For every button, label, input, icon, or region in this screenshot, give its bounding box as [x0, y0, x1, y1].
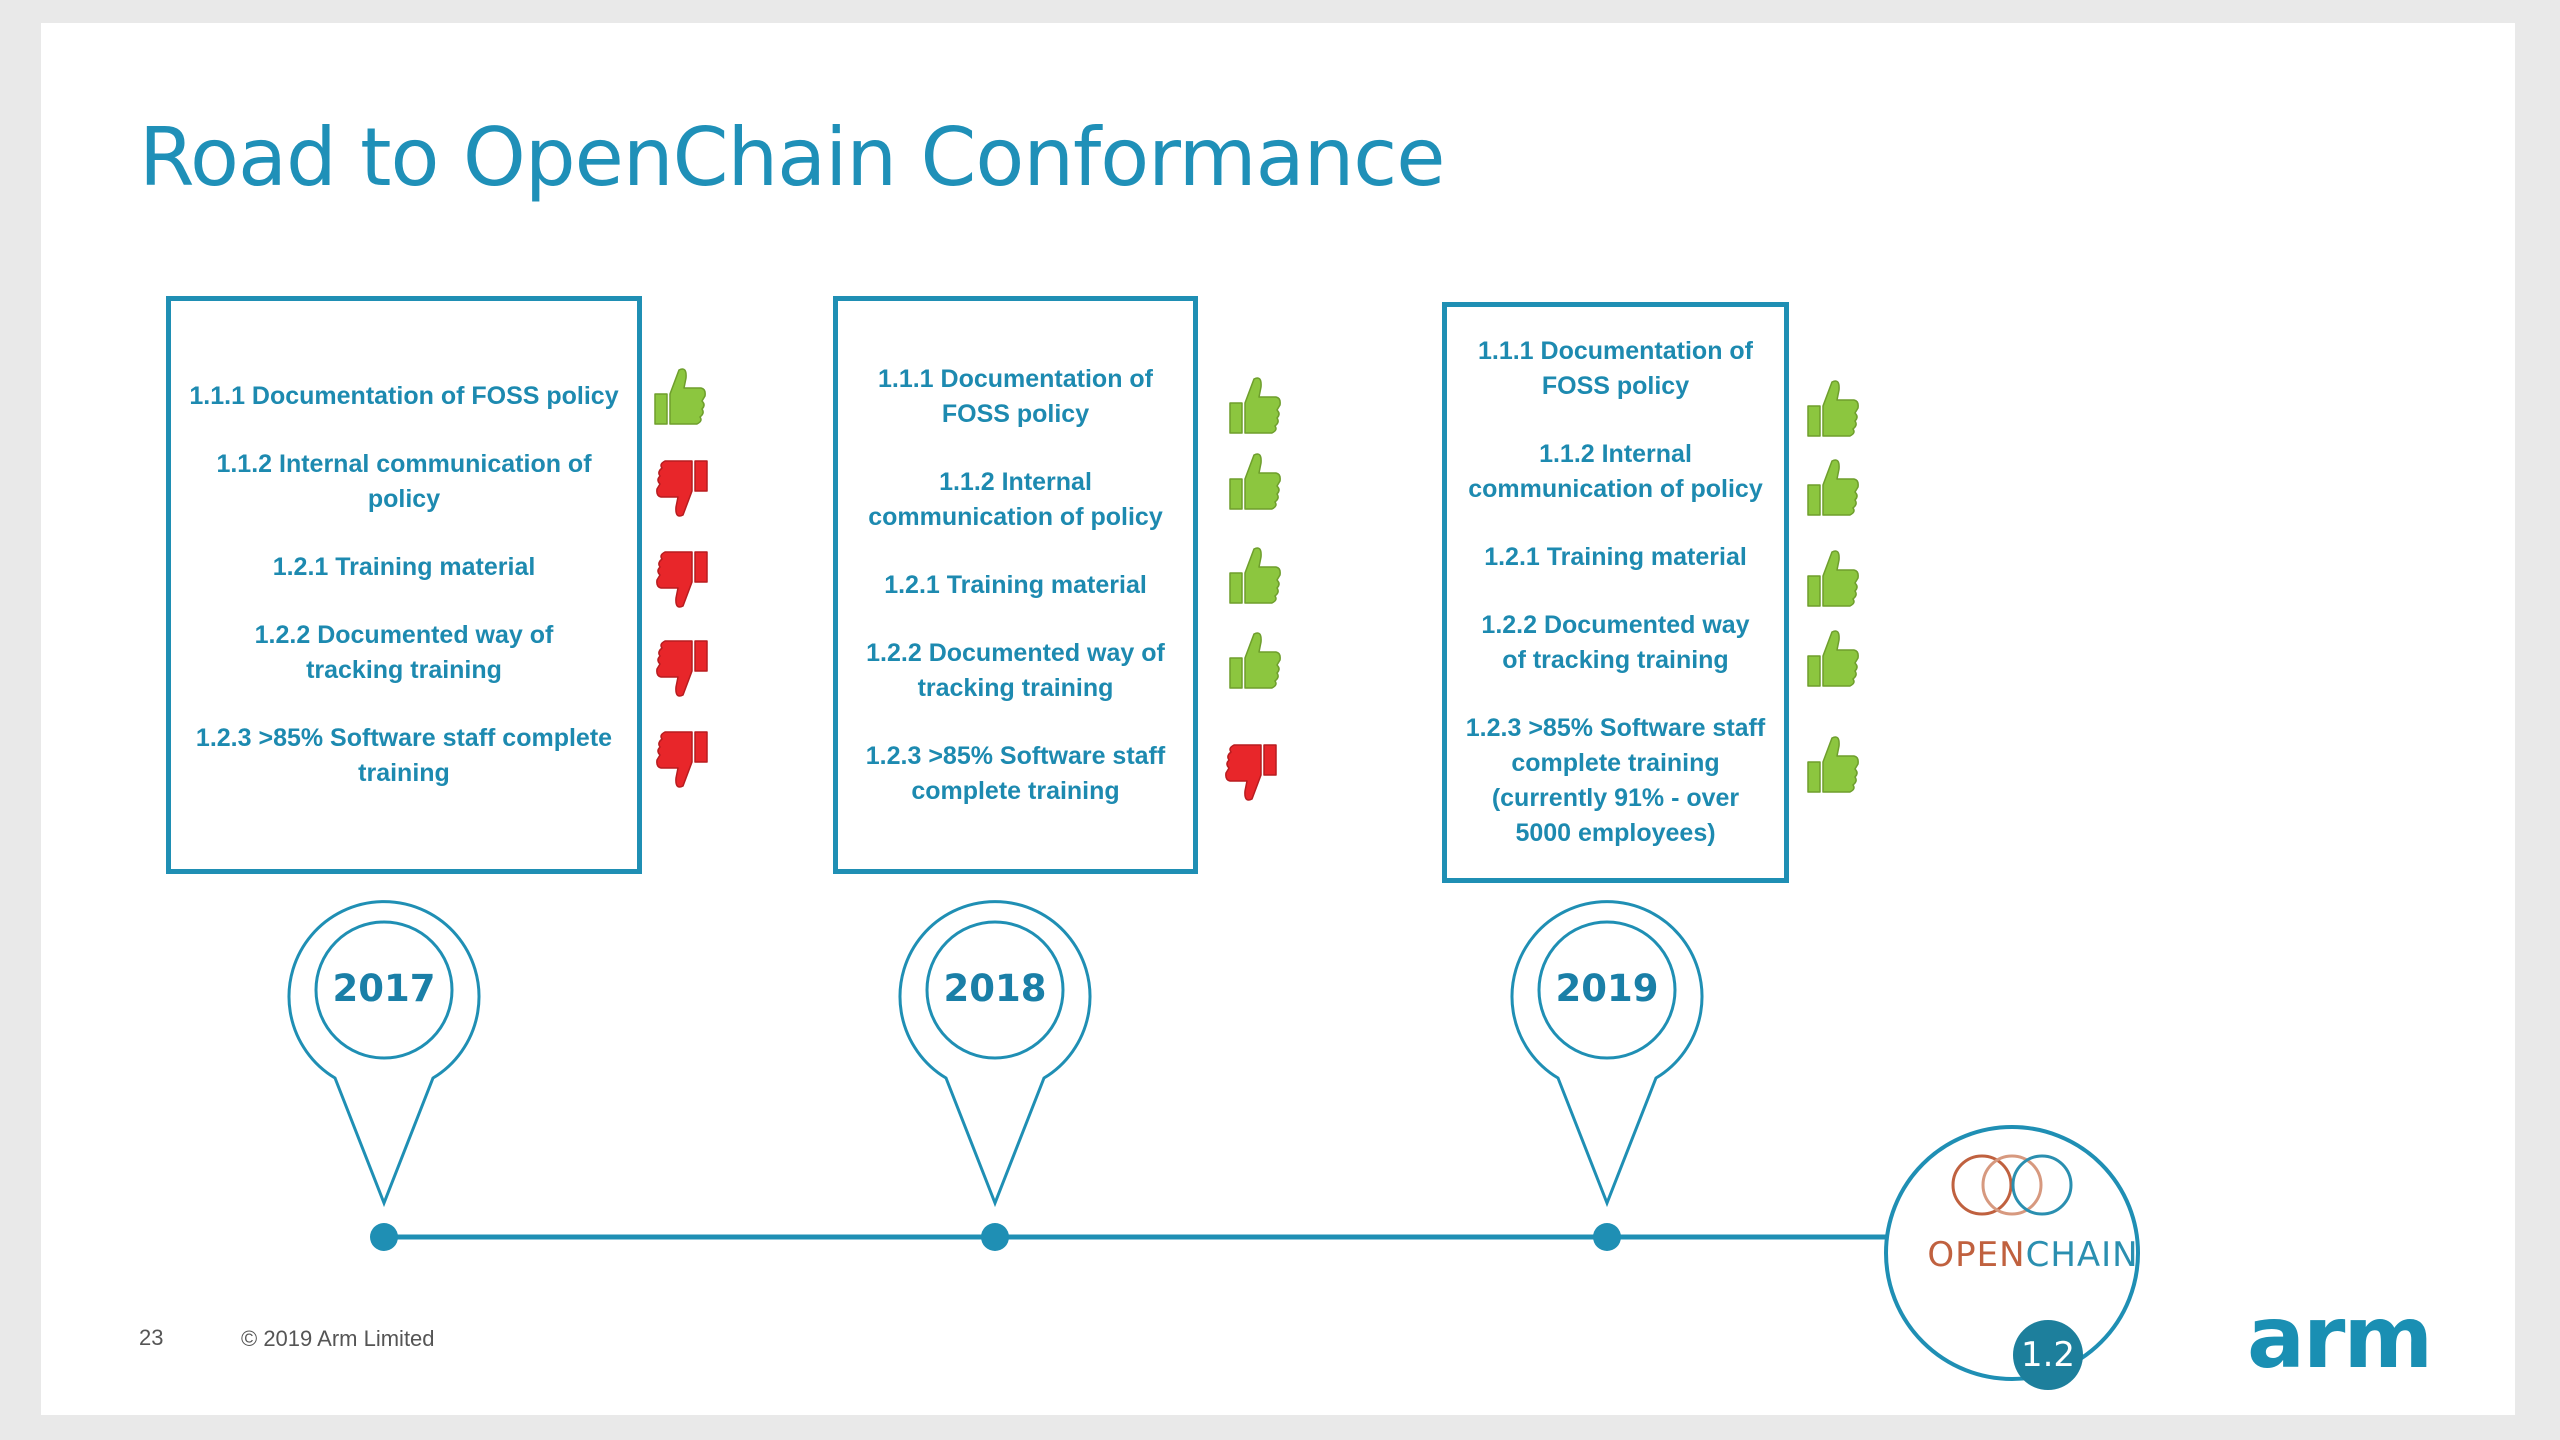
page-number: 23 [139, 1325, 164, 1350]
thumbs-up-icon [1807, 550, 1859, 607]
thumbs-down-icon [656, 460, 708, 517]
thumbs-down-icon [656, 731, 708, 788]
openchain-version-badge: 1.2 [2013, 1320, 2083, 1390]
openchain-chain-text: CHAIN [2025, 1235, 2139, 1275]
criteria-item: 1.2.2 Documented way of tracking trainin… [866, 638, 1165, 702]
criteria-item: 1.2.2 Documented way of tracking trainin… [254, 621, 554, 684]
criteria-item: 1.2.1 Training material [884, 570, 1147, 599]
openchain-wordmark: OPENCHAIN [1893, 1235, 2173, 1275]
openchain-logo [1884, 1125, 2140, 1381]
criteria-item: 1.1.2 Internal communication of policy [1468, 440, 1763, 503]
thumbs-up-icon [654, 368, 706, 425]
location-pin-icon [287, 900, 481, 1251]
thumbs-up-icon [1229, 453, 1281, 510]
thumbs-down-icon [656, 640, 708, 697]
thumbs-down-icon [1225, 744, 1277, 801]
location-pin-icon [1510, 900, 1704, 1251]
criteria-box-2018: 1.1.1 Documentation of FOSS policy 1.1.2… [833, 296, 1198, 874]
thumbs-up-icon [1807, 380, 1859, 437]
slide-title: Road to OpenChain Conformance [139, 111, 1445, 204]
criteria-item: 1.1.1 Documentation of FOSS policy [1477, 337, 1754, 400]
slide: Road to OpenChain Conformance 1.1.1 Docu… [41, 23, 2515, 1415]
criteria-item: 1.2.3 >85% Software staff complete train… [195, 724, 613, 787]
criteria-item: 1.1.1 Documentation of FOSS policy [877, 364, 1154, 428]
year-label-2019: 2019 [1555, 967, 1659, 1010]
criteria-item: 1.1.1 Documentation of FOSS policy [189, 382, 619, 410]
year-label-2017: 2017 [332, 967, 436, 1010]
criteria-item: 1.2.1 Training material [1484, 543, 1747, 571]
location-pin-icon [898, 900, 1092, 1251]
year-label-2018: 2018 [943, 967, 1047, 1010]
criteria-item: 1.2.1 Training material [272, 553, 536, 581]
thumbs-up-icon [1229, 547, 1281, 604]
openchain-open-text: OPEN [1927, 1235, 2026, 1275]
criteria-box-2017: 1.1.1 Documentation of FOSS policy 1.1.2… [166, 296, 642, 874]
criteria-item: 1.2.3 >85% Software staff complete train… [865, 741, 1166, 805]
criteria-item: 1.2.3 >85% Software staff complete train… [1465, 714, 1766, 847]
criteria-item: 1.1.2 Internal communication of policy [868, 467, 1163, 531]
thumbs-up-icon [1807, 459, 1859, 516]
arm-logo: arm [2247, 1288, 2433, 1388]
criteria-item: 1.1.2 Internal communication of policy [216, 450, 592, 513]
copyright-text: © 2019 Arm Limited [241, 1326, 435, 1351]
thumbs-up-icon [1807, 630, 1859, 687]
thumbs-up-icon [1229, 377, 1281, 434]
thumbs-up-icon [1229, 632, 1281, 689]
criteria-item: 1.2.2 Documented way of tracking trainin… [1481, 611, 1750, 674]
criteria-box-2019: 1.1.1 Documentation of FOSS policy 1.1.2… [1442, 302, 1789, 883]
timeline [287, 900, 2140, 1381]
thumbs-down-icon [656, 551, 708, 608]
thumbs-up-icon [1807, 736, 1859, 793]
